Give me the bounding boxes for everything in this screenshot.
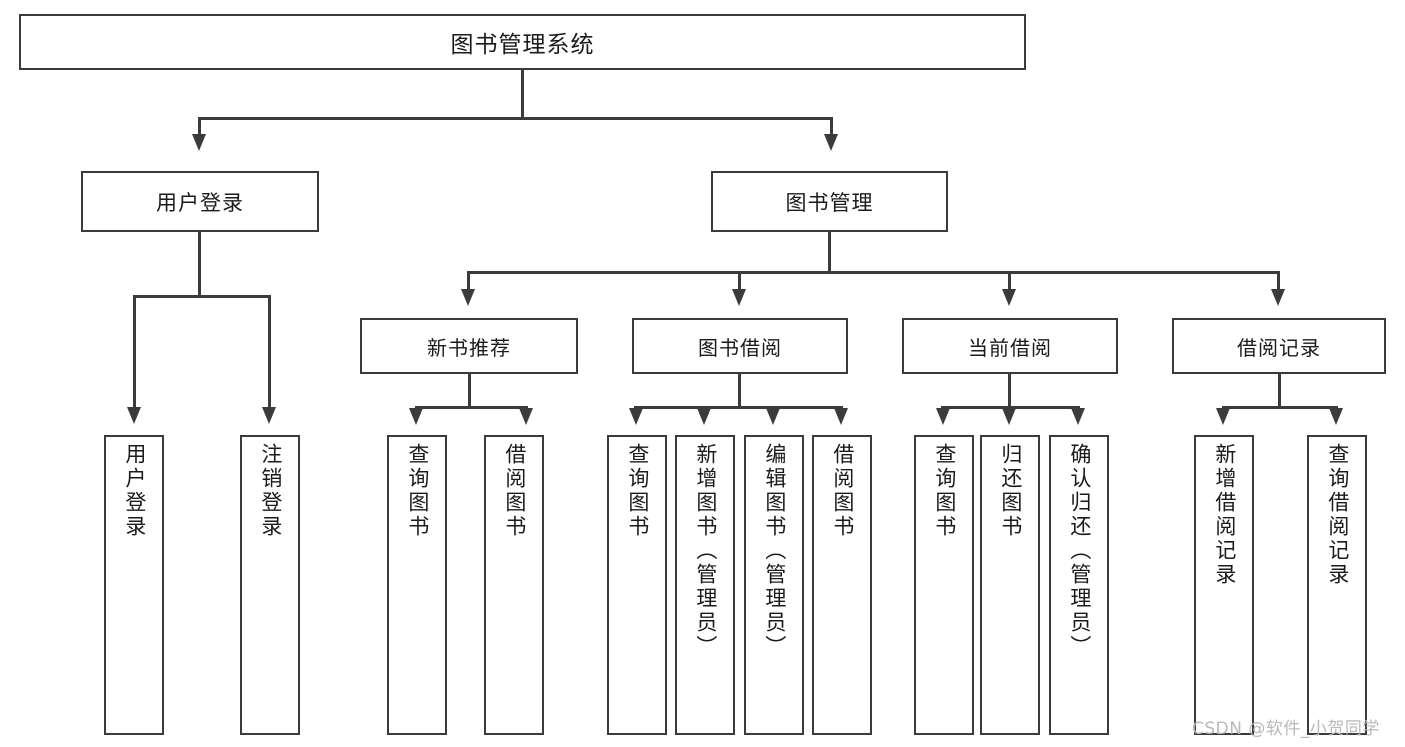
node-label: 借阅记录: [1237, 335, 1321, 360]
connector-bookmgmt-drop-2: [738, 271, 741, 290]
leaf-borrow-book-1[interactable]: 借阅图书: [484, 435, 544, 735]
node-label: 借阅图书: [830, 443, 855, 539]
arrow-to-borrow-record: [1271, 289, 1285, 306]
leaf-edit-book[interactable]: 编辑图书（管理员）: [744, 435, 804, 735]
node-label: 图书借阅: [698, 335, 782, 360]
connector-root-stem: [521, 70, 524, 118]
leaf-borrow-book-2[interactable]: 借阅图书: [812, 435, 872, 735]
arrow-to-leaf-query-book-1: [409, 408, 423, 425]
connector-currentborrow-bus: [941, 406, 1080, 409]
node-system-root[interactable]: 图书管理系统: [19, 14, 1026, 70]
node-label: 确认归还（管理员）: [1067, 443, 1092, 659]
arrow-to-leaf-return-book: [1002, 408, 1016, 425]
node-label: 图书管理系统: [450, 32, 595, 58]
connector-bookmgmt-drop-4: [1277, 271, 1280, 290]
connector-newbook-drop-2: [525, 406, 528, 409]
arrow-to-leaf-edit-book: [766, 408, 780, 425]
leaf-return-book[interactable]: 归还图书: [980, 435, 1040, 735]
node-label: 归还图书: [998, 443, 1023, 539]
leaf-add-record[interactable]: 新增借阅记录: [1194, 435, 1254, 735]
arrow-to-book-management: [824, 134, 838, 151]
connector-bookmgmt-drop-1: [467, 271, 470, 290]
connector-newbook-drop-1: [415, 406, 418, 409]
node-user-login[interactable]: 用户登录: [81, 171, 319, 232]
node-label: 查询图书: [625, 443, 650, 539]
arrow-to-current-borrow: [1002, 289, 1016, 306]
connector-borrowrecord-stem: [1278, 374, 1281, 407]
connector-bookborrow-bus: [634, 406, 843, 409]
connector-userlogin-drop-2: [268, 295, 271, 408]
arrow-to-book-borrow: [732, 289, 746, 306]
arrow-to-user-login: [192, 134, 206, 151]
arrow-to-leaf-logout-login: [262, 407, 276, 424]
connector-userlogin-stem: [198, 232, 201, 296]
arrow-to-leaf-add-book: [697, 408, 711, 425]
node-label: 当前借阅: [968, 335, 1052, 360]
leaf-user-login[interactable]: 用户登录: [104, 435, 164, 735]
arrow-to-leaf-add-record: [1216, 408, 1230, 425]
node-label: 查询图书: [932, 443, 957, 539]
node-new-book-recommend[interactable]: 新书推荐: [360, 318, 578, 374]
arrow-to-leaf-user-login: [127, 407, 141, 424]
connector-bookmgmt-drop-3: [1008, 271, 1011, 290]
node-label: 查询图书: [405, 443, 430, 539]
connector-bookmgmt-stem: [828, 232, 831, 272]
node-label: 图书管理: [785, 190, 874, 215]
connector-userlogin-bus: [133, 295, 270, 298]
connector-newbook-bus: [415, 406, 528, 409]
arrow-to-leaf-borrow-book-2: [834, 408, 848, 425]
node-book-borrow[interactable]: 图书借阅: [632, 318, 848, 374]
arrow-to-new-book-recommend: [461, 289, 475, 306]
node-label: 新增图书（管理员）: [693, 443, 718, 659]
leaf-query-book-2[interactable]: 查询图书: [607, 435, 667, 735]
arrow-to-leaf-borrow-book-1: [519, 408, 533, 425]
node-book-management[interactable]: 图书管理: [711, 171, 948, 232]
arrow-to-leaf-query-book-3: [936, 408, 950, 425]
leaf-query-record[interactable]: 查询借阅记录: [1307, 435, 1367, 735]
arrow-to-leaf-confirm-return: [1071, 408, 1085, 425]
leaf-add-book[interactable]: 新增图书（管理员）: [675, 435, 735, 735]
node-current-borrow[interactable]: 当前借阅: [902, 318, 1118, 374]
leaf-confirm-return[interactable]: 确认归还（管理员）: [1049, 435, 1109, 735]
connector-root-bus: [198, 117, 833, 120]
connector-root-drop-2: [830, 117, 833, 135]
node-label: 查询借阅记录: [1325, 443, 1350, 587]
node-borrow-record[interactable]: 借阅记录: [1172, 318, 1386, 374]
leaf-query-book-1[interactable]: 查询图书: [387, 435, 447, 735]
leaf-query-book-3[interactable]: 查询图书: [914, 435, 974, 735]
node-label: 用户登录: [122, 443, 147, 539]
connector-borrowrecord-bus: [1222, 406, 1338, 409]
connector-root-drop-1: [198, 117, 201, 135]
node-label: 注销登录: [258, 443, 283, 539]
connector-currentborrow-stem: [1008, 374, 1011, 407]
connector-newbook-stem: [468, 374, 471, 407]
node-label: 借阅图书: [502, 443, 527, 539]
connector-userlogin-drop-1: [133, 295, 136, 408]
node-label: 编辑图书（管理员）: [762, 443, 787, 659]
arrow-to-leaf-query-book-2: [629, 408, 643, 425]
node-label: 用户登录: [156, 190, 244, 215]
node-label: 新增借阅记录: [1212, 443, 1237, 587]
node-label: 新书推荐: [427, 335, 511, 360]
connector-bookmgmt-bus: [467, 271, 1280, 274]
connector-bookborrow-stem: [738, 374, 741, 407]
arrow-to-leaf-query-record: [1329, 408, 1343, 425]
leaf-logout-login[interactable]: 注销登录: [240, 435, 300, 735]
